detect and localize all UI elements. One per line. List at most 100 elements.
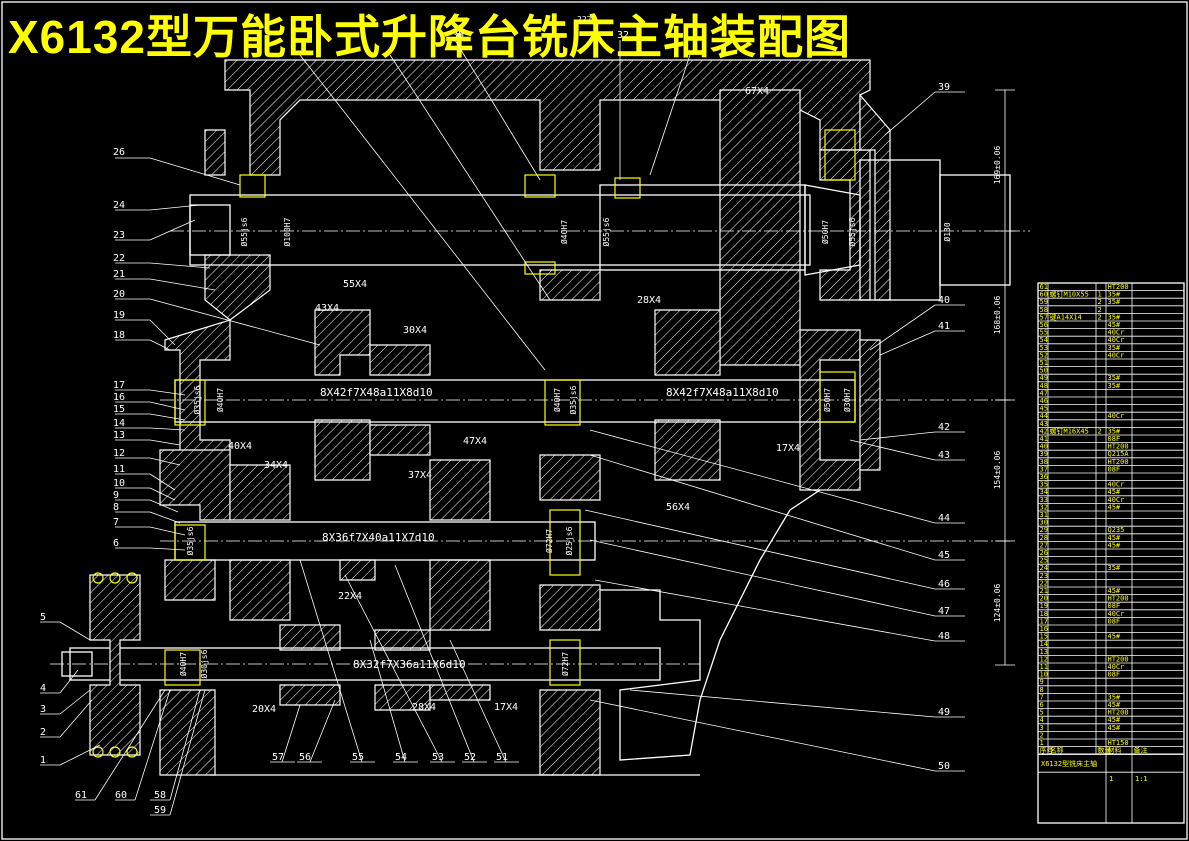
table-cell: 2 — [1098, 313, 1102, 321]
dia-label: Ø40H7 — [559, 220, 569, 244]
table-cell: 60 — [1040, 291, 1048, 299]
dia-label: Ø35js6 — [568, 385, 578, 414]
diameter-labels: Ø55js6 Ø100H7 Ø40H7 Ø55js6 Ø50H7 Ø55js6 … — [178, 217, 952, 678]
table-cell: 10 — [1040, 671, 1048, 679]
title-block-name: X6132型铣床主轴 — [1041, 759, 1097, 768]
table-cell: 19 — [1040, 602, 1048, 610]
table-cell: 45# — [1108, 541, 1121, 549]
table-cell: 键A14X14 — [1050, 312, 1082, 321]
table-cell: 45# — [1108, 724, 1121, 732]
callout-17: 17 — [113, 380, 125, 391]
table-cell: 1 — [1040, 739, 1044, 747]
gear-label: 20X4 — [252, 704, 276, 715]
table-cell: Q215A — [1108, 450, 1130, 458]
callout-7: 7 — [113, 517, 119, 528]
dia-label: Ø40H7 — [178, 652, 188, 676]
callout-53: 53 — [432, 752, 444, 763]
table-cell: 40Cr — [1108, 481, 1125, 489]
table-cell: 40 — [1040, 443, 1048, 451]
table-cell: 35# — [1108, 344, 1121, 352]
callout-59: 59 — [154, 805, 166, 816]
table-cell: 27 — [1040, 541, 1048, 549]
table-header-cell: 材料 — [1108, 746, 1122, 755]
table-cell: 35# — [1108, 693, 1121, 701]
callouts-bottom: 57 56 55 54 53 52 51 — [270, 559, 519, 763]
dim-vertical: 169±0.06 — [993, 146, 1002, 185]
table-cell: 35# — [1108, 291, 1121, 299]
table-cell: 35# — [1108, 374, 1121, 382]
shaft-label: 8X32f7X36a11X6d10 — [353, 658, 466, 671]
dia-label: Ø30js6 — [199, 649, 209, 678]
table-cell: 45# — [1108, 534, 1121, 542]
table-cell: 16 — [1040, 625, 1048, 633]
dia-label: Ø25js6 — [564, 526, 574, 555]
callout-46: 46 — [938, 579, 950, 590]
table-cell: 58 — [1040, 306, 1048, 314]
table-cell: 35 — [1040, 481, 1048, 489]
callout-60: 60 — [115, 790, 127, 801]
table-cell: 40Cr — [1108, 412, 1125, 420]
callout-42: 42 — [938, 422, 950, 433]
table-cell: HT150 — [1108, 739, 1129, 747]
table-cell: 22 — [1040, 579, 1048, 587]
dia-label: Ø30H7 — [842, 388, 852, 412]
housing — [159, 59, 891, 776]
table-cell: 37 — [1040, 465, 1048, 473]
callout-30: 30 — [452, 30, 464, 41]
gear-label: 40X4 — [228, 441, 252, 452]
table-cell: 36 — [1040, 473, 1048, 481]
dia-label: Ø35js6 — [192, 385, 202, 414]
table-cell: 41 — [1040, 435, 1048, 443]
table-cell: 35# — [1108, 298, 1121, 306]
callout-14: 14 — [113, 418, 125, 429]
table-cell: 7 — [1040, 693, 1044, 701]
dia-label: Ø55js6 — [601, 217, 611, 246]
callout-3: 3 — [40, 704, 46, 715]
table-header-cell: 备注 — [1134, 746, 1148, 755]
table-cell: 螺钉M16X45 — [1050, 426, 1089, 435]
gear-label: 47X4 — [463, 436, 487, 447]
callout-24: 24 — [113, 200, 125, 211]
table-cell: 8 — [1040, 686, 1044, 694]
callout-45: 45 — [938, 550, 950, 561]
callout-18: 18 — [113, 330, 125, 341]
table-cell: 31 — [1040, 511, 1048, 519]
dim-vertical: 124±0.06 — [993, 584, 1002, 623]
leaders-left — [40, 157, 321, 816]
dia-label: Ø55js6 — [847, 217, 857, 246]
table-cell: 52 — [1040, 351, 1048, 359]
callout-52: 52 — [464, 752, 476, 763]
table-cell: 18 — [1040, 610, 1048, 618]
shaft-label: 8X36f7X40a11X7d10 — [322, 531, 435, 544]
table-cell: 54 — [1040, 336, 1048, 344]
table-cell: 48 — [1040, 382, 1048, 390]
callout-32: 32 — [617, 30, 629, 41]
table-header-cell: 名称 — [1050, 746, 1064, 755]
dia-label: Ø50H7 — [822, 388, 832, 412]
table-cell: 20 — [1040, 595, 1048, 603]
dia-label: Ø130 — [942, 222, 952, 241]
table-cell: HT200 — [1108, 443, 1129, 451]
table-cell: 61 — [1040, 283, 1048, 291]
table-cell: 45 — [1040, 405, 1048, 413]
table-cell: 08F — [1108, 671, 1121, 679]
callout-58: 58 — [154, 790, 166, 801]
table-cell: 40Cr — [1108, 351, 1125, 359]
table-cell: 08F — [1108, 465, 1121, 473]
table-cell: 2 — [1040, 731, 1044, 739]
table-cell: 28 — [1040, 534, 1048, 542]
table-cell: 50 — [1040, 367, 1048, 375]
callout-12: 12 — [113, 448, 125, 459]
drawing-title: X6132型万能卧式升降台铣床主轴装配图 — [8, 11, 852, 63]
table-cell: 40Cr — [1108, 329, 1125, 337]
table-cell: 08F — [1108, 435, 1121, 443]
table-cell: 40Cr — [1108, 663, 1125, 671]
table-cell: 32 — [1040, 503, 1048, 511]
callout-26: 26 — [113, 147, 125, 158]
table-cell: 47 — [1040, 389, 1048, 397]
callout-6: 6 — [113, 538, 119, 549]
callout-47: 47 — [938, 606, 950, 617]
dia-label: Ø50H7 — [820, 220, 830, 244]
callout-61: 61 — [75, 790, 87, 801]
